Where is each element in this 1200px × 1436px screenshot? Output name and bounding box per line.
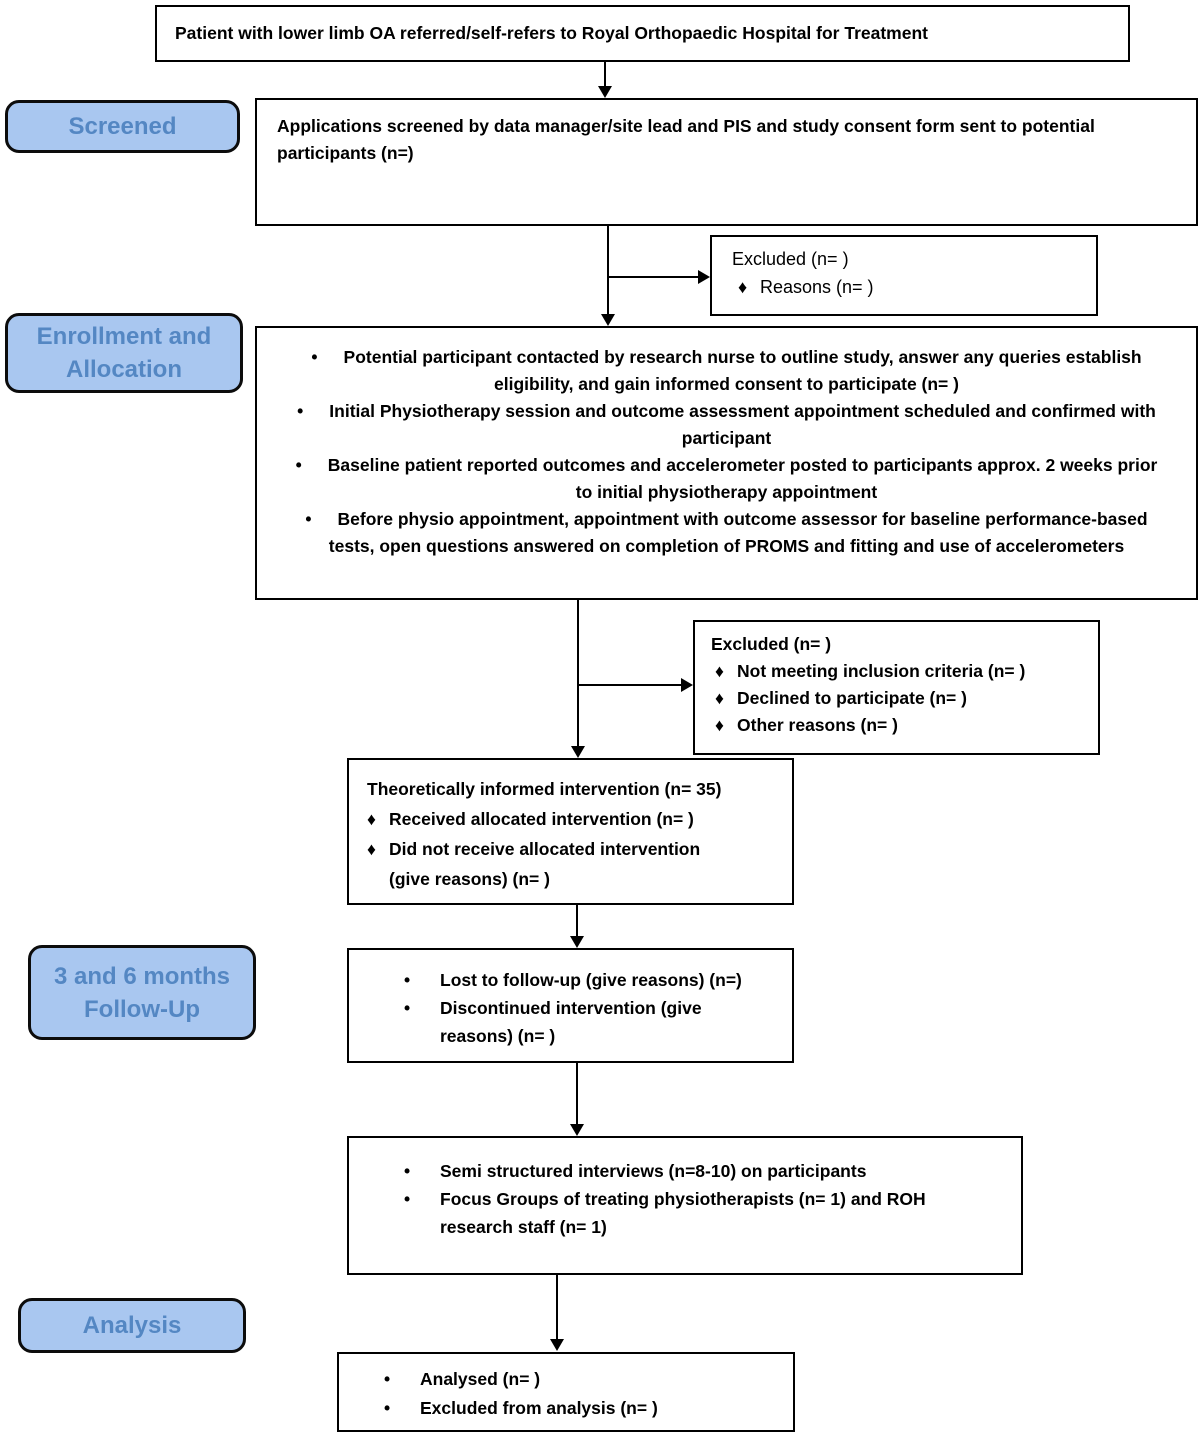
list-item: ♦ Other reasons (n= )	[711, 712, 1098, 739]
dot-bullet-icon: •	[311, 347, 318, 367]
list-item: ♦ Reasons (n= )	[732, 273, 1096, 301]
branch-line-excluded2	[579, 684, 681, 686]
diamond-bullet-icon: ♦	[715, 688, 724, 708]
intervention-box: Theoretically informed intervention (n= …	[347, 758, 794, 905]
excluded-box-2: Excluded (n= ) ♦ Not meeting inclusion c…	[693, 620, 1100, 755]
analysis-box: • Analysed (n= ) • Excluded from analysi…	[337, 1352, 795, 1432]
diamond-bullet-icon: ♦	[715, 715, 724, 735]
arrowhead-down-icon	[550, 1339, 564, 1351]
list-item: • Excluded from analysis (n= )	[384, 1394, 783, 1423]
arrow-line-enrollment-intervention	[577, 600, 579, 746]
dot-bullet-icon: •	[404, 1161, 411, 1181]
dot-bullet-icon: •	[404, 1189, 411, 1209]
dot-bullet-icon: •	[384, 1369, 391, 1389]
arrow-line-interviews-analysis	[556, 1275, 558, 1341]
dot-bullet-icon: •	[297, 401, 304, 421]
screened-box: Applications screened by data manager/si…	[255, 98, 1198, 226]
list-item: • Discontinued intervention (give reason…	[404, 994, 778, 1050]
diamond-bullet-icon: ♦	[367, 839, 376, 859]
list-item: • Focus Groups of treating physiotherapi…	[404, 1185, 997, 1241]
arrowhead-down-icon	[598, 86, 612, 98]
dot-bullet-icon: •	[404, 970, 411, 990]
arrow-line-intervention-followup	[576, 905, 578, 938]
list-item: •Baseline patient reported outcomes and …	[295, 452, 1158, 506]
list-item: •Initial Physiotherapy session and outco…	[295, 398, 1158, 452]
followup-box: • Lost to follow-up (give reasons) (n=) …	[347, 948, 794, 1063]
stage-label-enrollment: Enrollment and Allocation	[5, 313, 243, 393]
list-item: ♦ Received allocated intervention (n= )	[367, 804, 792, 834]
stage-label-followup-text: 3 and 6 months Follow-Up	[53, 962, 231, 1023]
excluded-box-1: Excluded (n= ) ♦ Reasons (n= )	[710, 235, 1098, 316]
diamond-bullet-icon: ♦	[738, 277, 748, 297]
referral-text: Patient with lower limb OA referred/self…	[175, 23, 928, 43]
stage-label-enrollment-text: Enrollment and Allocation	[36, 323, 212, 383]
stage-label-screened-text: Screened	[68, 113, 177, 140]
arrowhead-down-icon	[570, 936, 584, 948]
arrow-line-referral-screened	[604, 62, 606, 88]
enrollment-box: •Potential participant contacted by rese…	[255, 326, 1198, 600]
referral-box: Patient with lower limb OA referred/self…	[155, 5, 1130, 62]
stage-label-screened: Screened	[5, 100, 240, 153]
dot-bullet-icon: •	[384, 1398, 391, 1418]
excluded1-title: Excluded (n= )	[732, 249, 849, 269]
list-item: • Analysed (n= )	[384, 1365, 783, 1394]
arrowhead-down-icon	[601, 314, 615, 326]
excluded2-title: Excluded (n= )	[711, 634, 832, 654]
branch-line-excluded1	[609, 276, 698, 278]
list-item: •Potential participant contacted by rese…	[295, 344, 1158, 398]
list-item: ♦ Not meeting inclusion criteria (n= )	[711, 658, 1098, 685]
stage-label-analysis: Analysis	[18, 1298, 246, 1353]
intervention-title: Theoretically informed intervention (n= …	[367, 779, 722, 799]
stage-label-followup: 3 and 6 months Follow-Up	[28, 945, 256, 1040]
dot-bullet-icon: •	[305, 509, 312, 529]
diamond-bullet-icon: ♦	[367, 809, 376, 829]
arrow-line-screened-enrollment	[607, 226, 609, 315]
arrowhead-right-icon	[698, 270, 710, 284]
diamond-bullet-icon: ♦	[715, 661, 724, 681]
dot-bullet-icon: •	[295, 455, 302, 475]
arrowhead-down-icon	[571, 746, 585, 758]
dot-bullet-icon: •	[404, 998, 411, 1018]
list-item: •Before physio appointment, appointment …	[295, 506, 1158, 560]
arrow-line-followup-interviews	[576, 1063, 578, 1126]
list-item: ♦ Did not receive allocated intervention…	[367, 834, 792, 894]
stage-label-analysis-text: Analysis	[82, 1312, 182, 1339]
list-item: ♦ Declined to participate (n= )	[711, 685, 1098, 712]
screened-text: Applications screened by data manager/si…	[277, 116, 1095, 163]
interviews-box: • Semi structured interviews (n=8-10) on…	[347, 1136, 1023, 1275]
list-item: • Semi structured interviews (n=8-10) on…	[404, 1157, 997, 1185]
arrowhead-down-icon	[570, 1124, 584, 1136]
arrowhead-right-icon	[681, 678, 693, 692]
list-item: • Lost to follow-up (give reasons) (n=)	[404, 966, 778, 994]
